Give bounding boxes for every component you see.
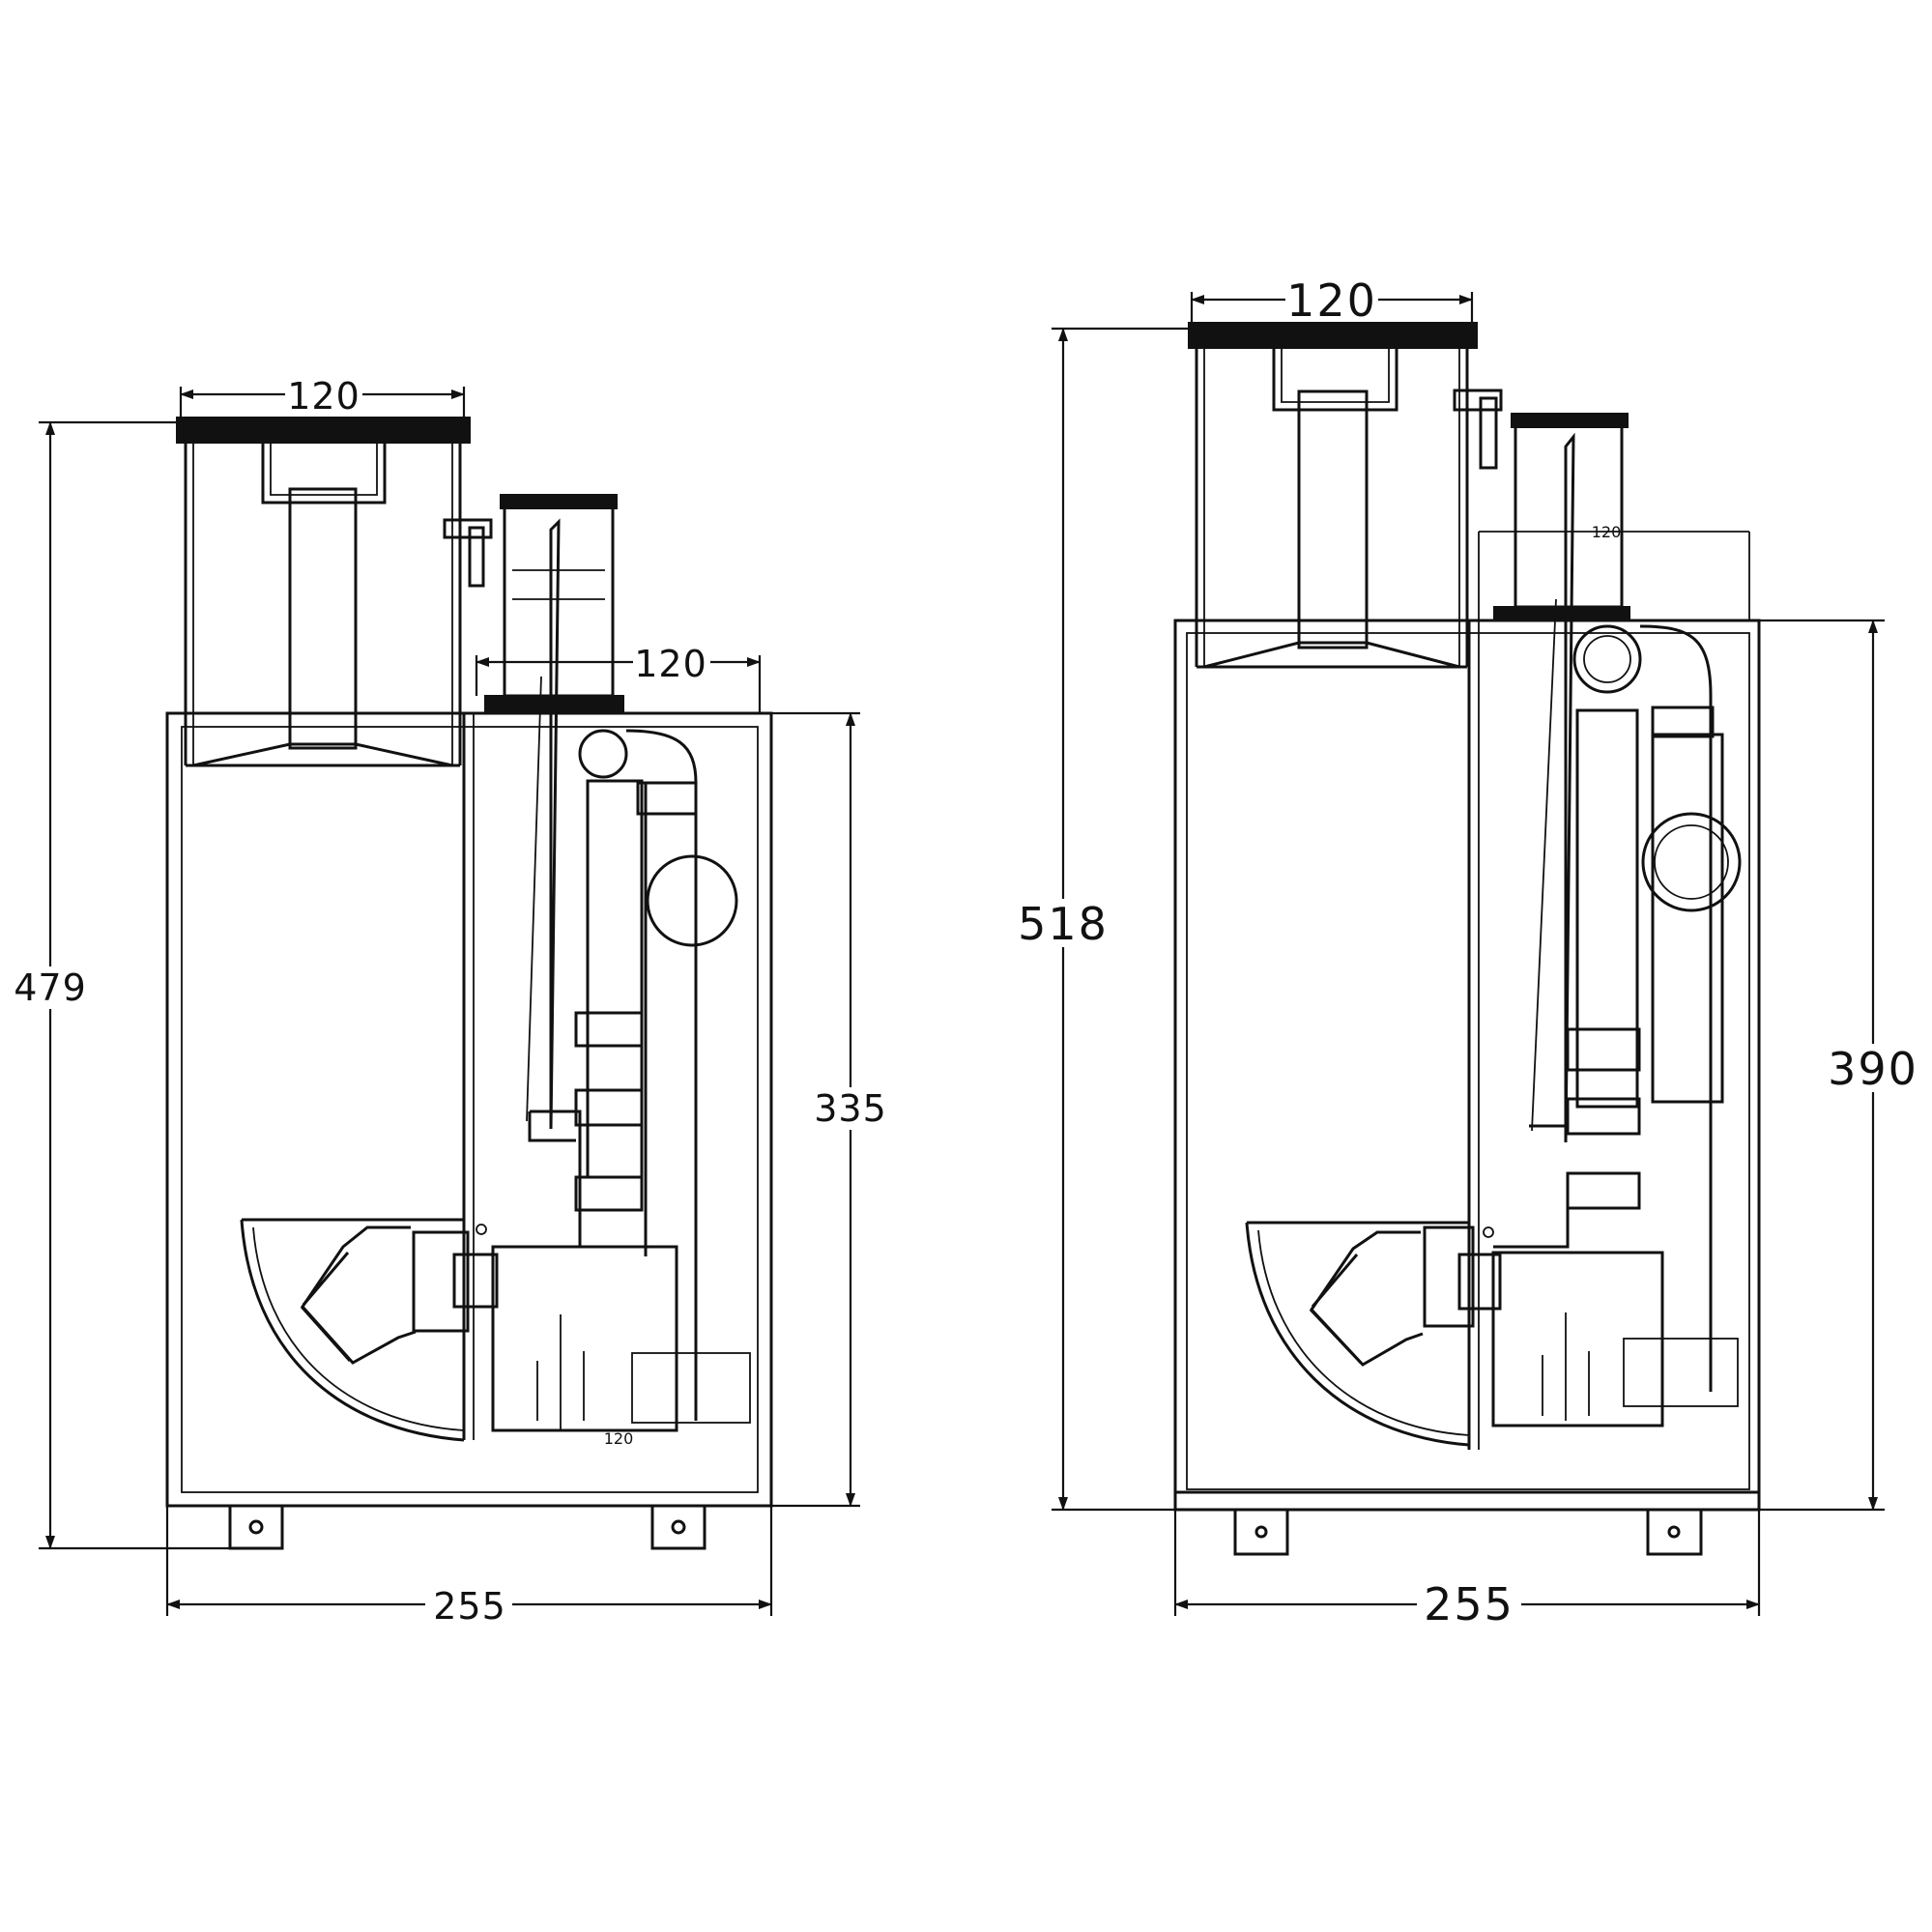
right-baffle bbox=[1467, 620, 1480, 1450]
left-dimension-lines bbox=[39, 387, 860, 1616]
right-cabinet bbox=[1173, 619, 1761, 1512]
right-pump-assembly bbox=[1491, 1027, 1739, 1427]
left-tiny-label: 120 bbox=[604, 1429, 634, 1448]
left-skimmer-cup bbox=[176, 417, 471, 767]
left-dim-height-total: 479 bbox=[14, 966, 87, 1009]
right-dim-width-top: 120 bbox=[1286, 274, 1377, 327]
left-riser-pipe bbox=[578, 729, 738, 1421]
left-dim-height-body: 335 bbox=[814, 1087, 887, 1130]
right-dim-width-base: 255 bbox=[1424, 1578, 1514, 1630]
left-sump-drawing: 120 120 479 335 255 120 bbox=[10, 375, 891, 1628]
right-skimmer-cup bbox=[1188, 322, 1478, 669]
left-inlet-chamber bbox=[240, 1218, 499, 1442]
right-mounting-feet bbox=[1233, 1510, 1703, 1556]
right-dim-height-total: 518 bbox=[1018, 898, 1109, 950]
left-drain-valve bbox=[443, 518, 493, 588]
right-riser-pipe bbox=[1572, 624, 1742, 1392]
left-cabinet bbox=[165, 711, 773, 1508]
left-baffle bbox=[462, 713, 475, 1440]
left-dim-width-mid: 120 bbox=[634, 643, 707, 685]
left-mounting-feet bbox=[228, 1506, 706, 1550]
left-dim-width-top: 120 bbox=[287, 375, 360, 418]
right-skimmer-body: 120 bbox=[1478, 413, 1750, 1143]
right-inlet-chamber bbox=[1245, 1221, 1502, 1447]
right-sump-drawing: 120 bbox=[1017, 274, 1921, 1630]
svg-text:120: 120 bbox=[1592, 523, 1622, 541]
right-dim-height-body: 390 bbox=[1828, 1043, 1918, 1095]
left-pump-assembly bbox=[491, 1011, 751, 1432]
left-skimmer-body bbox=[484, 494, 624, 1130]
right-drain-valve bbox=[1453, 389, 1503, 470]
left-dim-width-base: 255 bbox=[433, 1585, 506, 1628]
